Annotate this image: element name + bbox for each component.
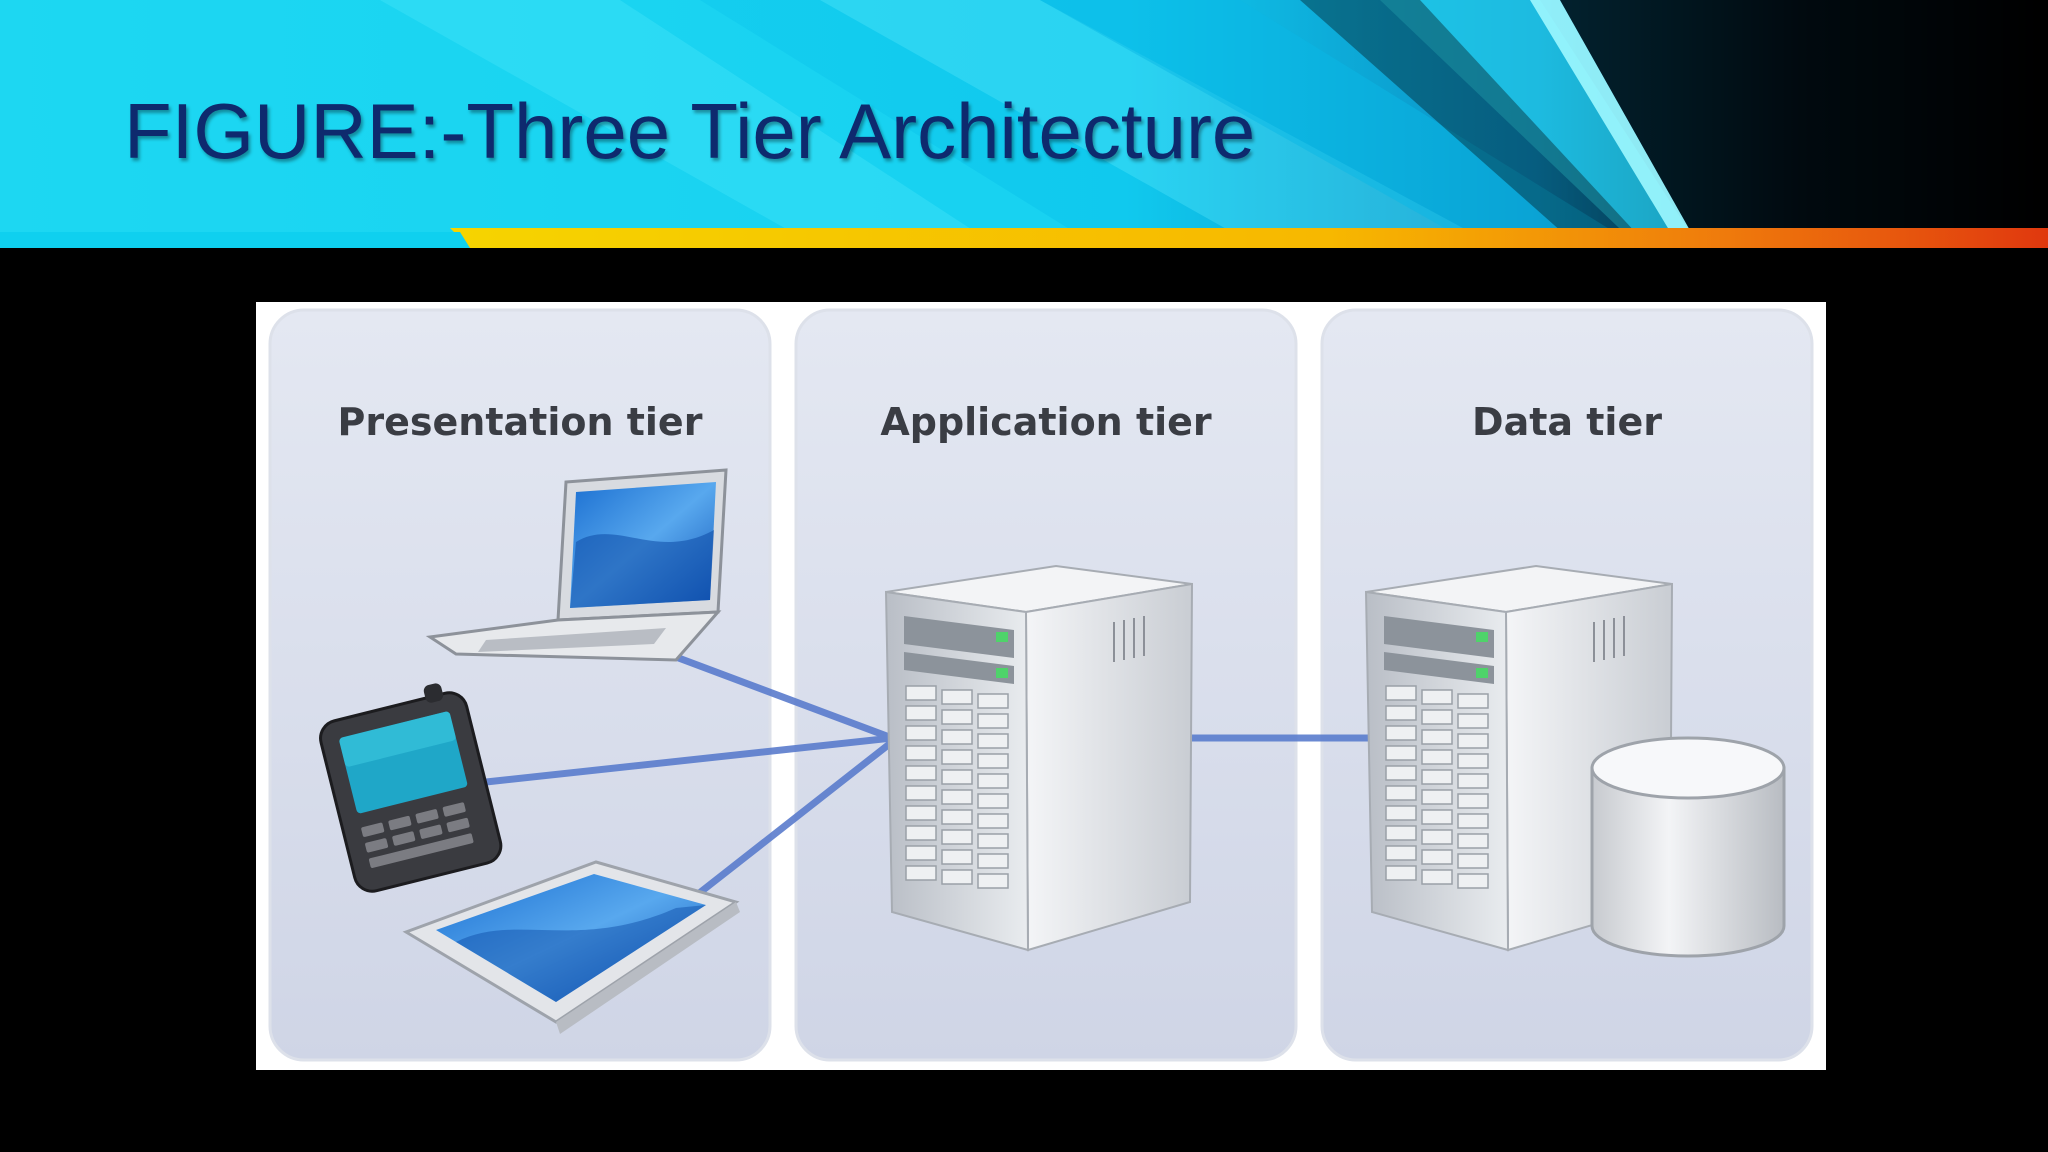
laptop-icon bbox=[425, 468, 728, 662]
slide-title: FIGURE:-Three Tier Architecture bbox=[124, 87, 1256, 175]
server-icon bbox=[1364, 564, 1674, 952]
three-tier-diagram: Presentation tier Application tier Data … bbox=[256, 302, 1826, 1070]
tier-label-data: Data tier bbox=[1472, 400, 1662, 444]
banner-graphic bbox=[0, 0, 2048, 248]
server-icon bbox=[884, 564, 1194, 952]
diagram-canvas bbox=[268, 308, 1814, 1062]
database-icon bbox=[1590, 736, 1786, 958]
pda-icon bbox=[319, 683, 503, 893]
title-banner bbox=[0, 0, 2048, 248]
tablet-icon bbox=[402, 860, 740, 1034]
connector-pda-app bbox=[482, 734, 896, 786]
tier-label-presentation: Presentation tier bbox=[337, 400, 703, 444]
tier-label-application: Application tier bbox=[880, 400, 1212, 444]
